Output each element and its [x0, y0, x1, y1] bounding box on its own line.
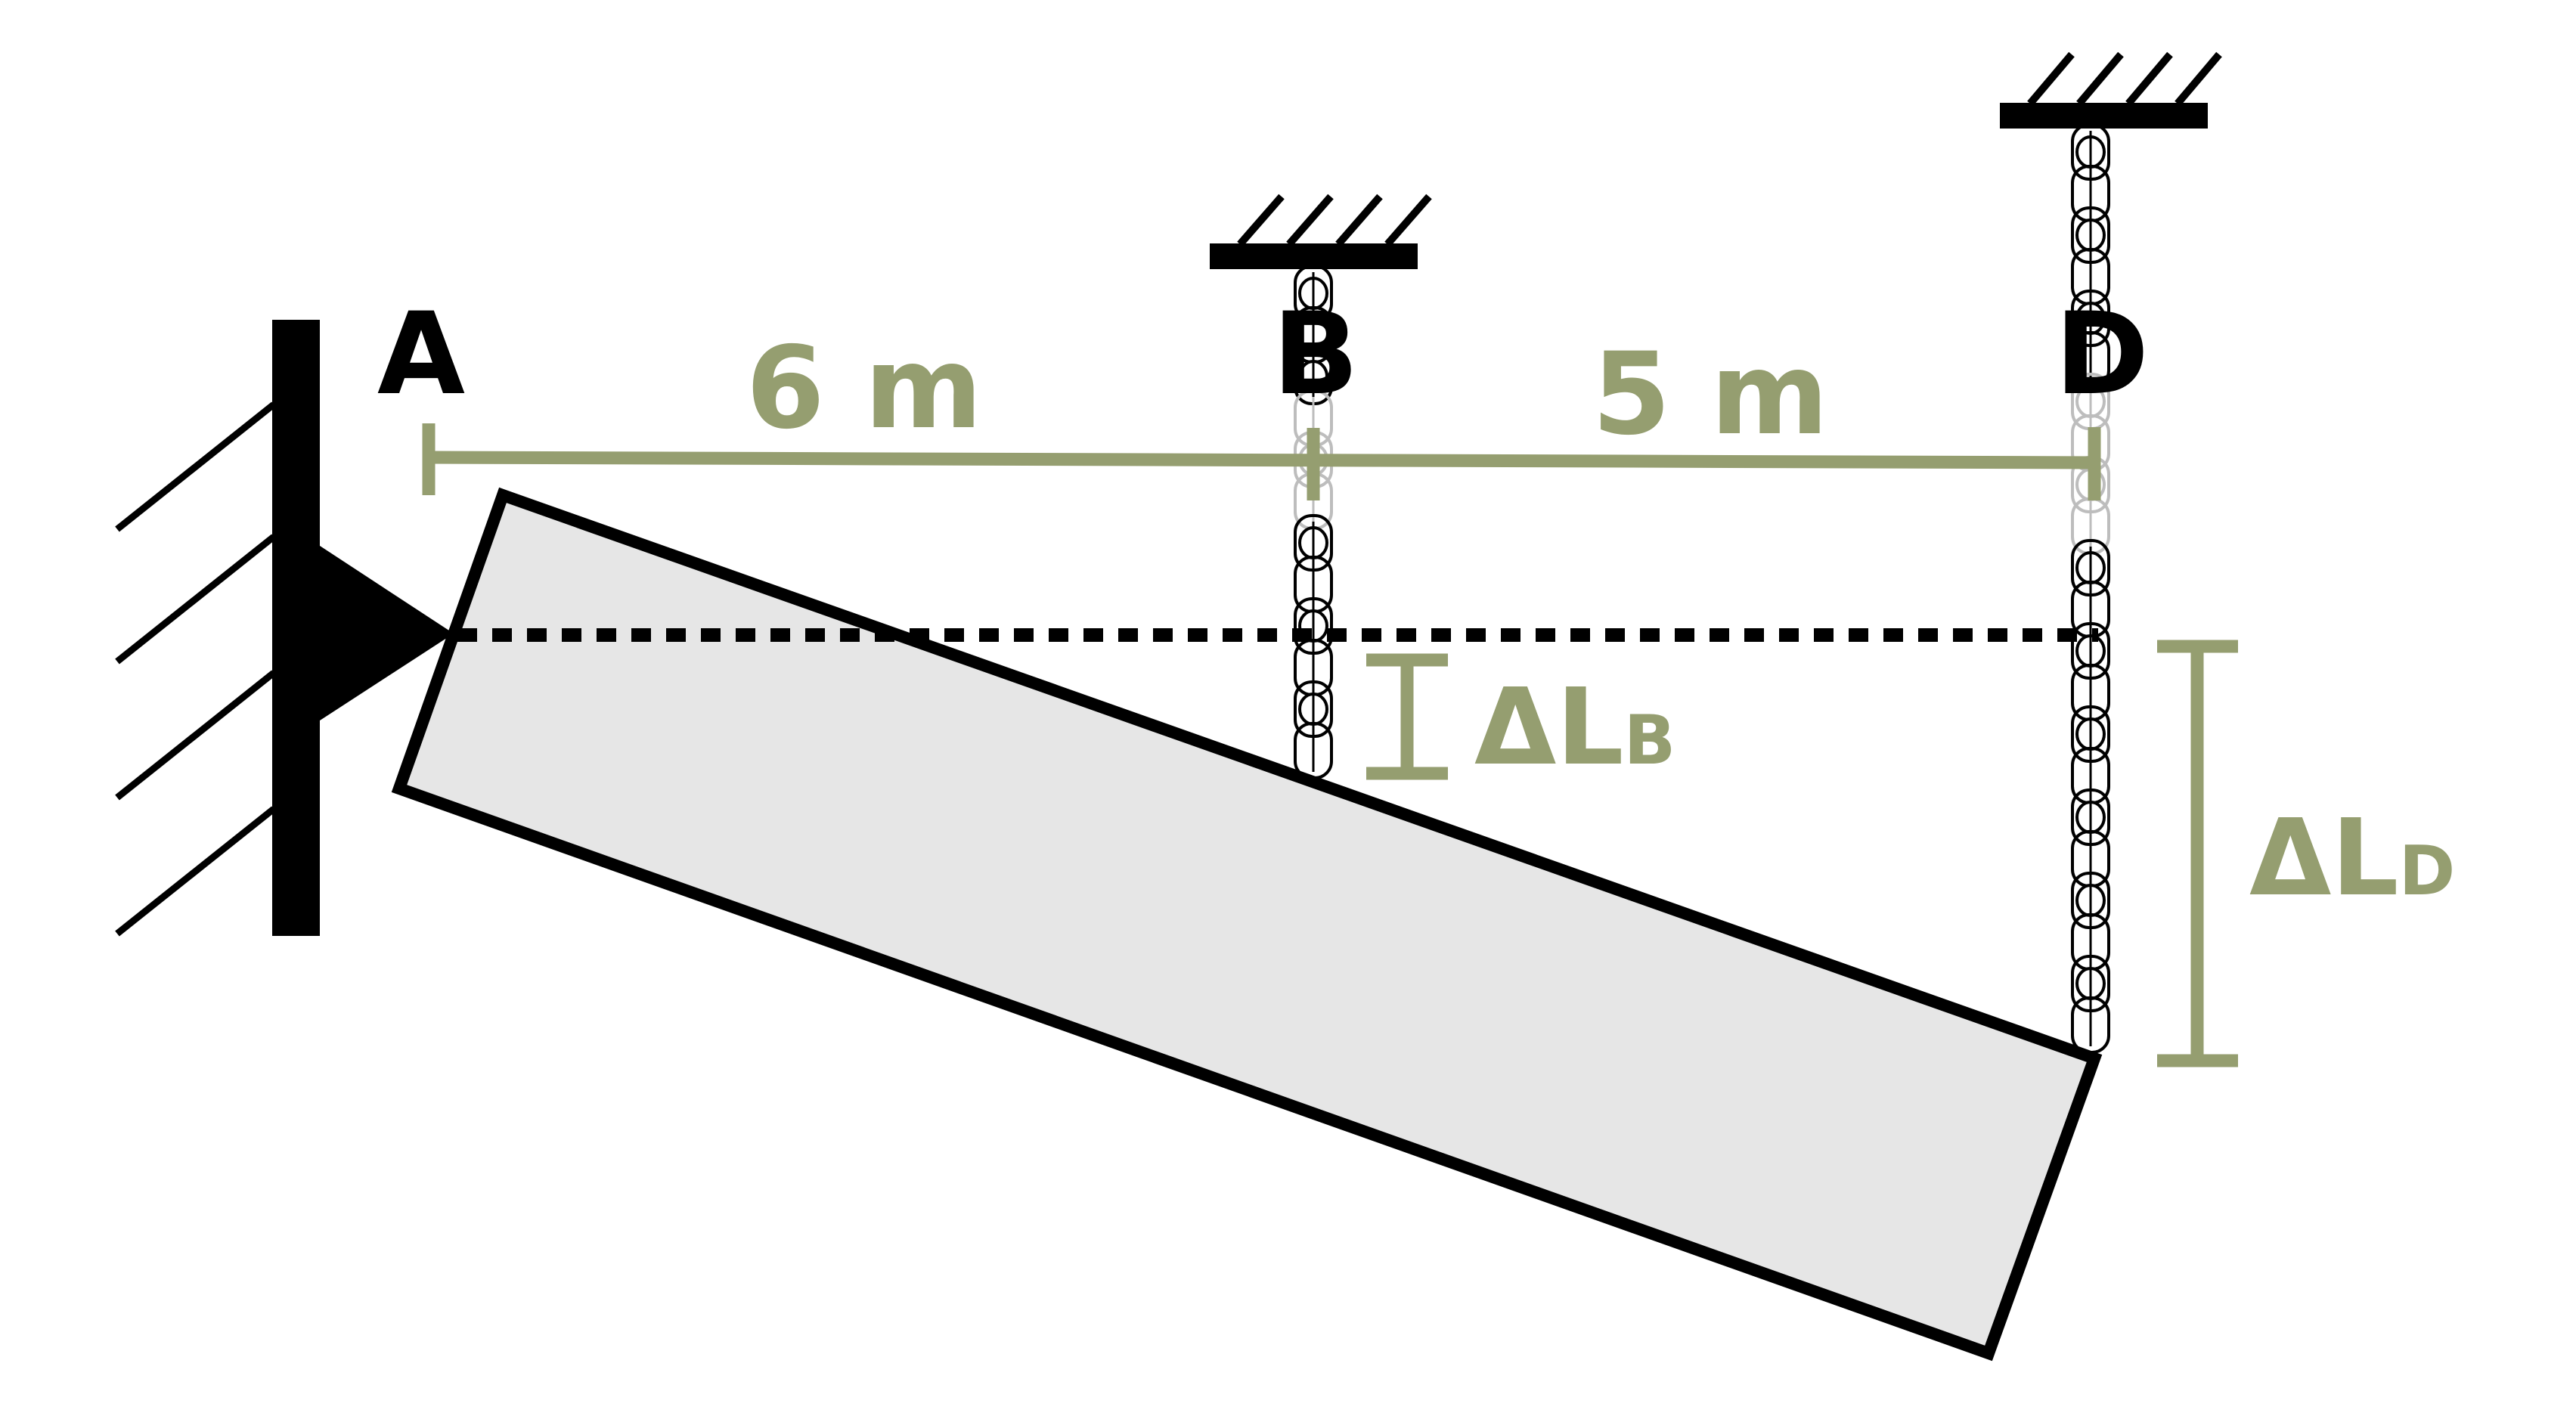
- delta-lb-subscript: B: [1624, 701, 1676, 780]
- delta-ld-symbol: ΔL: [2249, 797, 2399, 920]
- wall-plate: [272, 320, 320, 936]
- wall-hatching: [115, 401, 276, 937]
- chain-b: [1294, 265, 1333, 779]
- delta-ld-label: ΔLD: [2249, 797, 2455, 920]
- span-dimension: [422, 423, 2101, 500]
- ceiling-plate-d: [2000, 103, 2208, 129]
- delta-lb-symbol: ΔL: [1474, 666, 1624, 789]
- ceiling-support-d: [2000, 51, 2222, 129]
- dimension-line: [426, 451, 2097, 469]
- ceiling-support-b: [1210, 194, 1432, 269]
- delta-lb-label: ΔLB: [1474, 666, 1675, 789]
- point-label-d: D: [2055, 289, 2150, 420]
- wall-support: [115, 320, 454, 937]
- delta-ld-subscript: D: [2399, 832, 2456, 911]
- pin-support-triangle: [318, 544, 454, 722]
- delta-lb-marker: [1366, 653, 1448, 780]
- point-label-a: A: [377, 289, 465, 420]
- point-label-b: B: [1273, 289, 1359, 420]
- span-label-bd: 5 m: [1592, 329, 1829, 460]
- chain-d: [2071, 123, 2110, 1054]
- rigid-beam: [391, 487, 2103, 1362]
- delta-ld-marker: [2157, 640, 2238, 1067]
- span-label-ab: 6 m: [746, 323, 983, 454]
